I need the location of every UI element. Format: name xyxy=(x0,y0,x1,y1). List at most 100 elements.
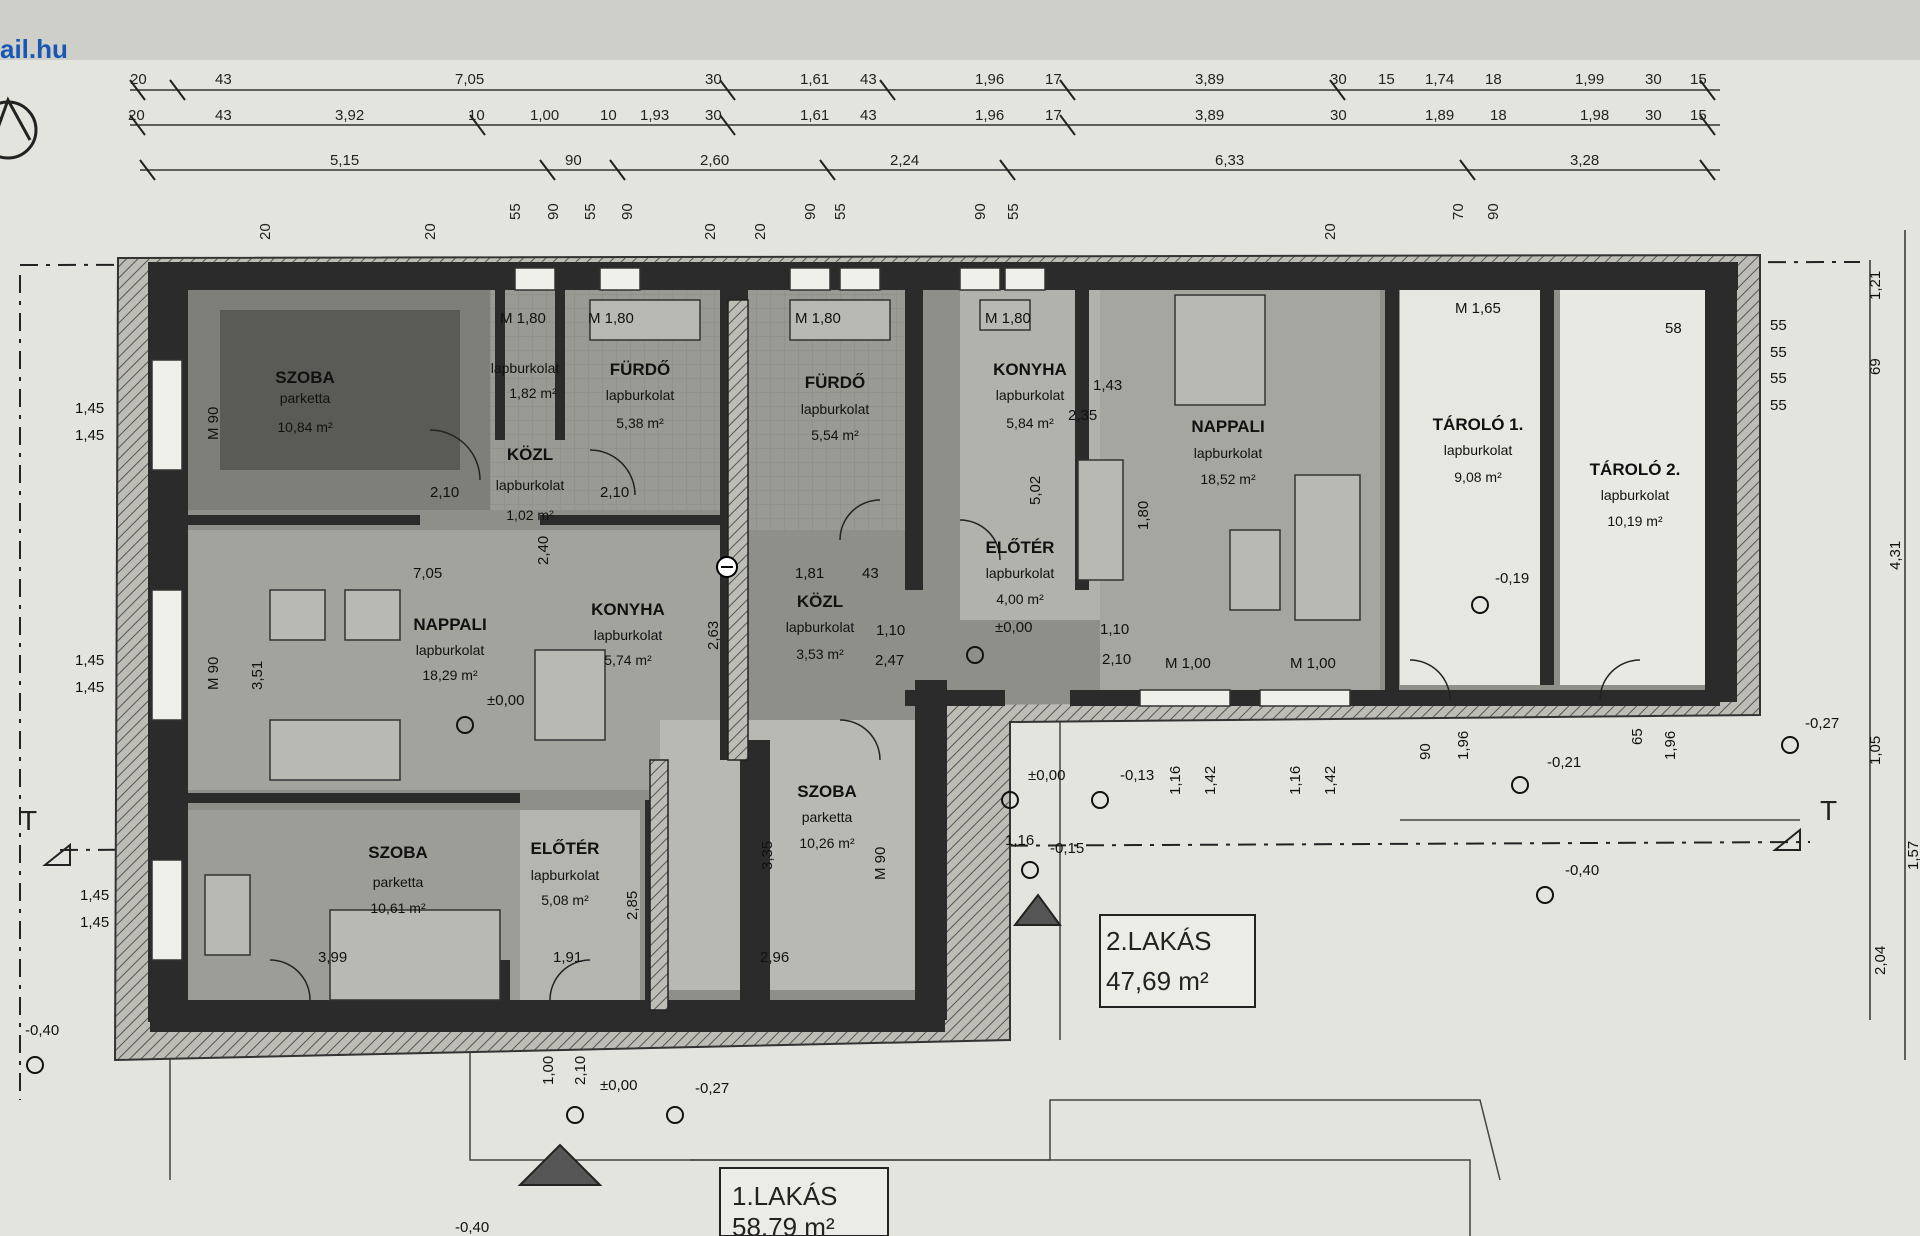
label: -0,15 xyxy=(1050,840,1084,857)
dim-text: 1,96 xyxy=(975,107,1004,124)
apartment-1-area: 58,79 m² xyxy=(732,1212,835,1236)
dim-text: 17 xyxy=(1045,107,1062,124)
room-area: 5,74 m² xyxy=(604,652,652,668)
label: 1,96 xyxy=(1662,731,1679,760)
dim-text: 90 xyxy=(619,203,636,220)
dining-table xyxy=(1174,294,1266,406)
label: 2,10 xyxy=(430,484,459,501)
room-area: 18,52 m² xyxy=(1200,471,1256,487)
label: 2,04 xyxy=(1872,946,1889,975)
label: 3,35 xyxy=(759,841,776,870)
kitchen-counter xyxy=(979,299,1031,331)
room-floor: lapburkolat xyxy=(496,477,565,493)
room-area: 1,82 m² xyxy=(509,385,557,401)
dim-text: 1,61 xyxy=(800,107,829,124)
dim-text: 2,24 xyxy=(890,152,919,169)
dim-text: 1,99 xyxy=(1575,71,1604,88)
room-label-nappali-2: NAPPALI lapburkolat 18,52 m² xyxy=(1191,417,1264,487)
label: 1,10 xyxy=(1100,621,1129,638)
dim-text: 20 xyxy=(128,107,145,124)
north-arrow-icon xyxy=(0,96,38,160)
dining-table-2 xyxy=(534,649,606,741)
label: -0,21 xyxy=(1547,754,1581,771)
room-name: ELŐTÉR xyxy=(986,538,1055,557)
label: M 1,80 xyxy=(500,310,546,327)
label: -0,13 xyxy=(1120,767,1154,784)
room-area: 10,26 m² xyxy=(799,835,855,851)
label: -0,40 xyxy=(455,1219,489,1236)
label: 1,57 xyxy=(1905,841,1920,870)
label: 65 xyxy=(1629,728,1646,745)
windows xyxy=(151,267,1351,961)
room-floor: lapburkolat xyxy=(606,387,675,403)
dim-text: 30 xyxy=(705,107,722,124)
dim-text: 1,96 xyxy=(975,71,1004,88)
dim-text: 20 xyxy=(130,71,147,88)
label: 2,10 xyxy=(600,484,629,501)
room-floor: lapburkolat xyxy=(491,360,560,376)
dim-text: 20 xyxy=(422,223,439,240)
room-area: 10,19 m² xyxy=(1607,513,1663,529)
section-letter: T xyxy=(1820,795,1837,826)
room-label-szoba-2: SZOBA parketta 10,61 m² xyxy=(368,843,428,916)
label: 1,21 xyxy=(1867,271,1884,300)
dim-text: 43 xyxy=(860,107,877,124)
dim-text: 2,60 xyxy=(700,152,729,169)
entrance-arrow-icon xyxy=(1012,893,1062,926)
room-name: TÁROLÓ 2. xyxy=(1590,460,1681,479)
label: 2,63 xyxy=(705,621,722,650)
label: ±0,00 xyxy=(600,1077,637,1094)
dim-text: 20 xyxy=(1322,223,1339,240)
dim-text: 30 xyxy=(705,71,722,88)
door-swings xyxy=(269,429,1641,1001)
room-name: FÜRDŐ xyxy=(610,360,670,379)
armchair xyxy=(269,589,326,641)
room-area: 4,00 m² xyxy=(996,591,1044,607)
label: 1,43 xyxy=(1093,377,1122,394)
dim-text: 7,05 xyxy=(455,71,484,88)
annotations: M 1,80 M 1,80 M 1,80 M 1,80 M 1,65 M 1,0… xyxy=(20,271,1920,1236)
label: 90 xyxy=(1417,743,1434,760)
dim-text: 18 xyxy=(1490,107,1507,124)
room-floor: lapburkolat xyxy=(531,867,600,883)
dim-text: 15 xyxy=(1378,71,1395,88)
label: 1,45 xyxy=(75,400,104,417)
room-label-furdo-2: FÜRDŐ lapburkolat 5,54 m² xyxy=(801,373,870,443)
label: M 1,00 xyxy=(1290,655,1336,672)
dim-text: 17 xyxy=(1045,71,1062,88)
dim-text: 3,28 xyxy=(1570,152,1599,169)
dim-text: 10 xyxy=(600,107,617,124)
bathtub xyxy=(589,299,701,341)
label: 1,16 xyxy=(1287,766,1304,795)
dim-text: 15 xyxy=(1690,71,1707,88)
label: 2,35 xyxy=(1068,407,1097,424)
room-floor: parketta xyxy=(280,390,331,406)
label: 3,51 xyxy=(249,661,266,690)
room-area: 10,84 m² xyxy=(277,419,333,435)
room-floor: lapburkolat xyxy=(996,387,1065,403)
room-label-wc: lapburkolat 1,82 m² xyxy=(491,360,560,401)
dim-row1: 20 43 7,05 30 1,61 43 1,96 17 3,89 30 15… xyxy=(130,71,1707,88)
dim-text: 20 xyxy=(702,223,719,240)
room-area: 18,29 m² xyxy=(422,667,478,683)
sofa-living xyxy=(269,719,401,781)
room-label-szoba-3: SZOBA parketta 10,26 m² xyxy=(797,782,857,851)
apartment-1-box xyxy=(719,1167,889,1236)
label: 55 xyxy=(1770,370,1787,387)
dim-text: 90 xyxy=(972,203,989,220)
dim-text: 20 xyxy=(257,223,274,240)
hatched-partitions xyxy=(649,299,749,1011)
room-label-eloter-2: ELŐTÉR lapburkolat 4,00 m² xyxy=(986,538,1055,607)
label: 1,00 xyxy=(540,1056,557,1085)
room-label-tarolo-1: TÁROLÓ 1. lapburkolat 9,08 m² xyxy=(1433,415,1524,485)
room-floor: lapburkolat xyxy=(1601,487,1670,503)
label: 1,05 xyxy=(1867,736,1884,765)
label: 2,10 xyxy=(1102,651,1131,668)
label: 5,02 xyxy=(1027,476,1044,505)
label: 55 xyxy=(1770,344,1787,361)
room-name: TÁROLÓ 1. xyxy=(1433,415,1524,434)
room-name: ELŐTÉR xyxy=(531,839,600,858)
room-area: 3,53 m² xyxy=(796,646,844,662)
